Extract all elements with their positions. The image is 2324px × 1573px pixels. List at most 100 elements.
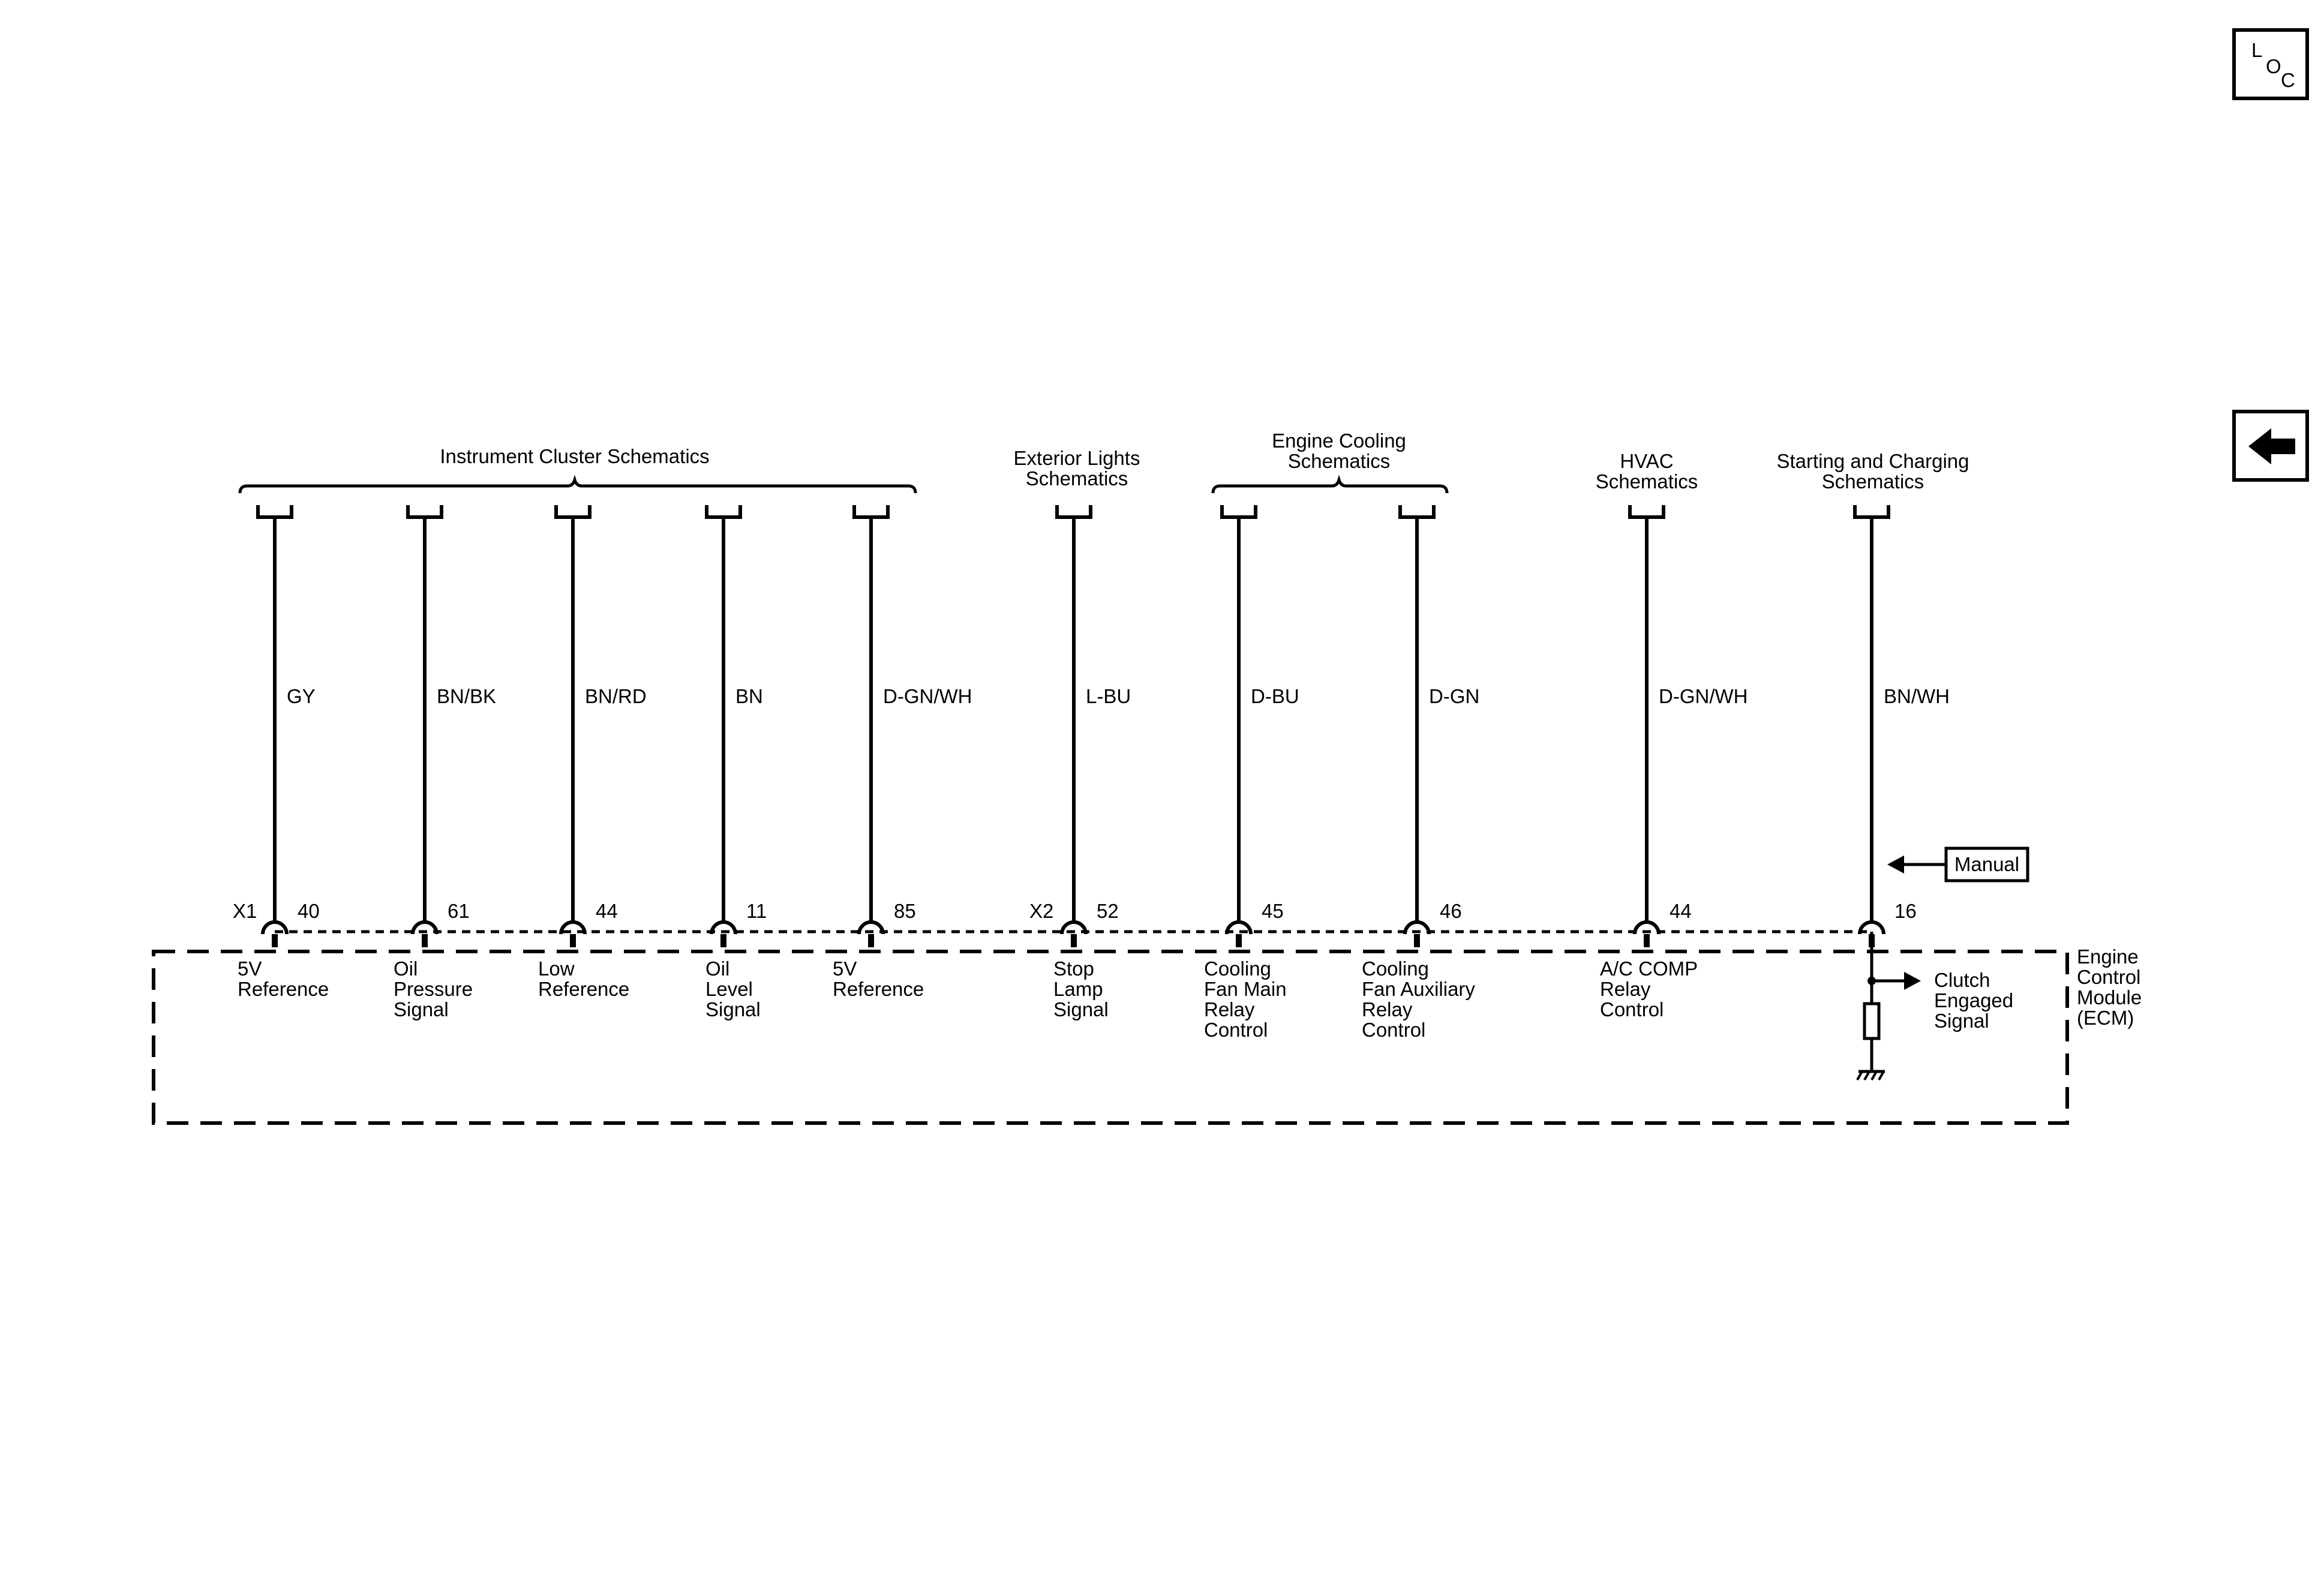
pin-stub <box>1644 934 1650 947</box>
pin-number: 11 <box>746 900 767 922</box>
pin-stub <box>720 934 726 947</box>
loc-letter-c: C <box>2281 69 2295 91</box>
circuit-function-label: Cooling <box>1362 957 1429 980</box>
connector-terminal-icon <box>1853 505 1890 519</box>
group-label-starting-charging: Starting and Charging <box>1776 450 1969 472</box>
circuit-function-label: Control <box>1600 998 1664 1020</box>
wire-color-label: BN <box>735 685 763 707</box>
clutch-circuit <box>1856 932 1921 1080</box>
circuit-function-label: Oil <box>394 957 418 980</box>
circuit-function-label: Reference <box>538 978 629 1000</box>
pin-stub <box>868 934 874 947</box>
clutch-label: Clutch <box>1934 969 1990 991</box>
circuit-function-label: Low <box>538 957 575 980</box>
group-label-hvac: Schematics <box>1596 470 1698 493</box>
module-label: Engine <box>2077 945 2139 968</box>
circuit-function-label: Stop <box>1053 957 1094 980</box>
group-label-engine-cooling: Engine Cooling <box>1272 430 1406 452</box>
group-brace-engine-cooling <box>1211 475 1449 494</box>
connector-terminal-icon <box>406 505 443 519</box>
module-label: Control <box>2077 966 2140 988</box>
pin-arc-icon <box>1858 920 1885 935</box>
loc-button[interactable]: L O C <box>2232 28 2309 100</box>
manual-arrow-icon <box>1887 855 1904 873</box>
wire-color-label: D-GN <box>1429 685 1479 707</box>
pin-number: 61 <box>448 900 470 922</box>
circuit-function-label: Fan Auxiliary <box>1362 978 1475 1000</box>
circuit-function-label: Signal <box>1053 998 1109 1020</box>
connector-terminal-icon <box>705 505 742 519</box>
wire-color-label: GY <box>287 685 316 707</box>
wire-color-label: D-GN/WH <box>1659 685 1747 707</box>
pin-arc-icon <box>710 920 737 935</box>
pin-number: 45 <box>1262 900 1284 922</box>
back-arrow-icon <box>2248 428 2295 464</box>
group-label-exterior-lights: Exterior Lights <box>1014 447 1140 469</box>
manual-tag-label: Manual <box>1954 853 2019 875</box>
pin-number: 85 <box>894 900 916 922</box>
group-label-exterior-lights: Schematics <box>1026 467 1128 490</box>
wire-color-label: BN/BK <box>437 685 496 707</box>
group-label-starting-charging: Schematics <box>1822 470 1924 493</box>
wire-color-label: L-BU <box>1086 685 1131 707</box>
circuit-function-label: Fan Main <box>1204 978 1287 1000</box>
circuit-function-label: Signal <box>394 998 449 1020</box>
pin-number: 40 <box>298 900 320 922</box>
circuit-function-label: Level <box>705 978 753 1000</box>
circuit-function-label: Lamp <box>1053 978 1103 1000</box>
pin-number: 44 <box>1670 900 1692 922</box>
circuit-function-label: Control <box>1204 1019 1268 1041</box>
circuit-function-label: Relay <box>1600 978 1651 1000</box>
circuit-function-label: 5V <box>833 957 857 980</box>
connector-terminal-icon <box>1398 505 1436 519</box>
circuit-function-label: A/C COMP <box>1600 957 1698 980</box>
pin-stub <box>1236 934 1242 947</box>
pin-number: 46 <box>1440 900 1462 922</box>
pin-arc-icon <box>559 920 587 935</box>
circuit-function-label: Signal <box>705 998 761 1020</box>
circuit-function-label: Oil <box>705 957 729 980</box>
circuit-function-label: Reference <box>833 978 924 1000</box>
clutch-label: Engaged <box>1934 989 2013 1011</box>
clutch-label: Signal <box>1934 1010 1989 1032</box>
group-brace-instrument-cluster <box>238 475 917 494</box>
pin-arc-icon <box>1403 920 1431 935</box>
manual-tag[interactable]: Manual <box>1887 846 2029 882</box>
circuit-function-label: Control <box>1362 1019 1425 1041</box>
wire-color-label: BN/WH <box>1884 685 1950 707</box>
circuit-function-label: Relay <box>1362 998 1413 1020</box>
group-label-hvac: HVAC <box>1620 450 1673 472</box>
pin-stub <box>1414 934 1420 947</box>
pin-stub <box>570 934 576 947</box>
pin-arc-icon <box>1060 920 1088 935</box>
connector-label-x1: X1 <box>233 900 257 922</box>
pin-stub <box>422 934 428 947</box>
pin-number: 44 <box>596 900 618 922</box>
clutch-arrow-icon <box>1904 972 1921 990</box>
pin-arc-icon <box>411 920 439 935</box>
resistor-icon <box>1863 1002 1881 1040</box>
wire-column: BN/WH 16 <box>1853 505 1950 947</box>
circuit-function-label: Pressure <box>394 978 473 1000</box>
module-label: (ECM) <box>2077 1007 2134 1029</box>
pin-number: 16 <box>1894 900 1917 922</box>
loc-letter-o: O <box>2266 55 2281 77</box>
circuit-function-label: Relay <box>1204 998 1255 1020</box>
back-button[interactable] <box>2232 410 2309 482</box>
connector-terminal-icon <box>1628 505 1665 519</box>
pin-stub <box>272 934 278 947</box>
group-label-engine-cooling: Schematics <box>1288 450 1391 472</box>
wire-color-label: D-BU <box>1251 685 1299 707</box>
pin-arc-icon <box>261 920 289 935</box>
circuit-function-label: Reference <box>238 978 329 1000</box>
connector-terminal-icon <box>1055 505 1092 519</box>
circuit-function-label: Cooling <box>1204 957 1271 980</box>
